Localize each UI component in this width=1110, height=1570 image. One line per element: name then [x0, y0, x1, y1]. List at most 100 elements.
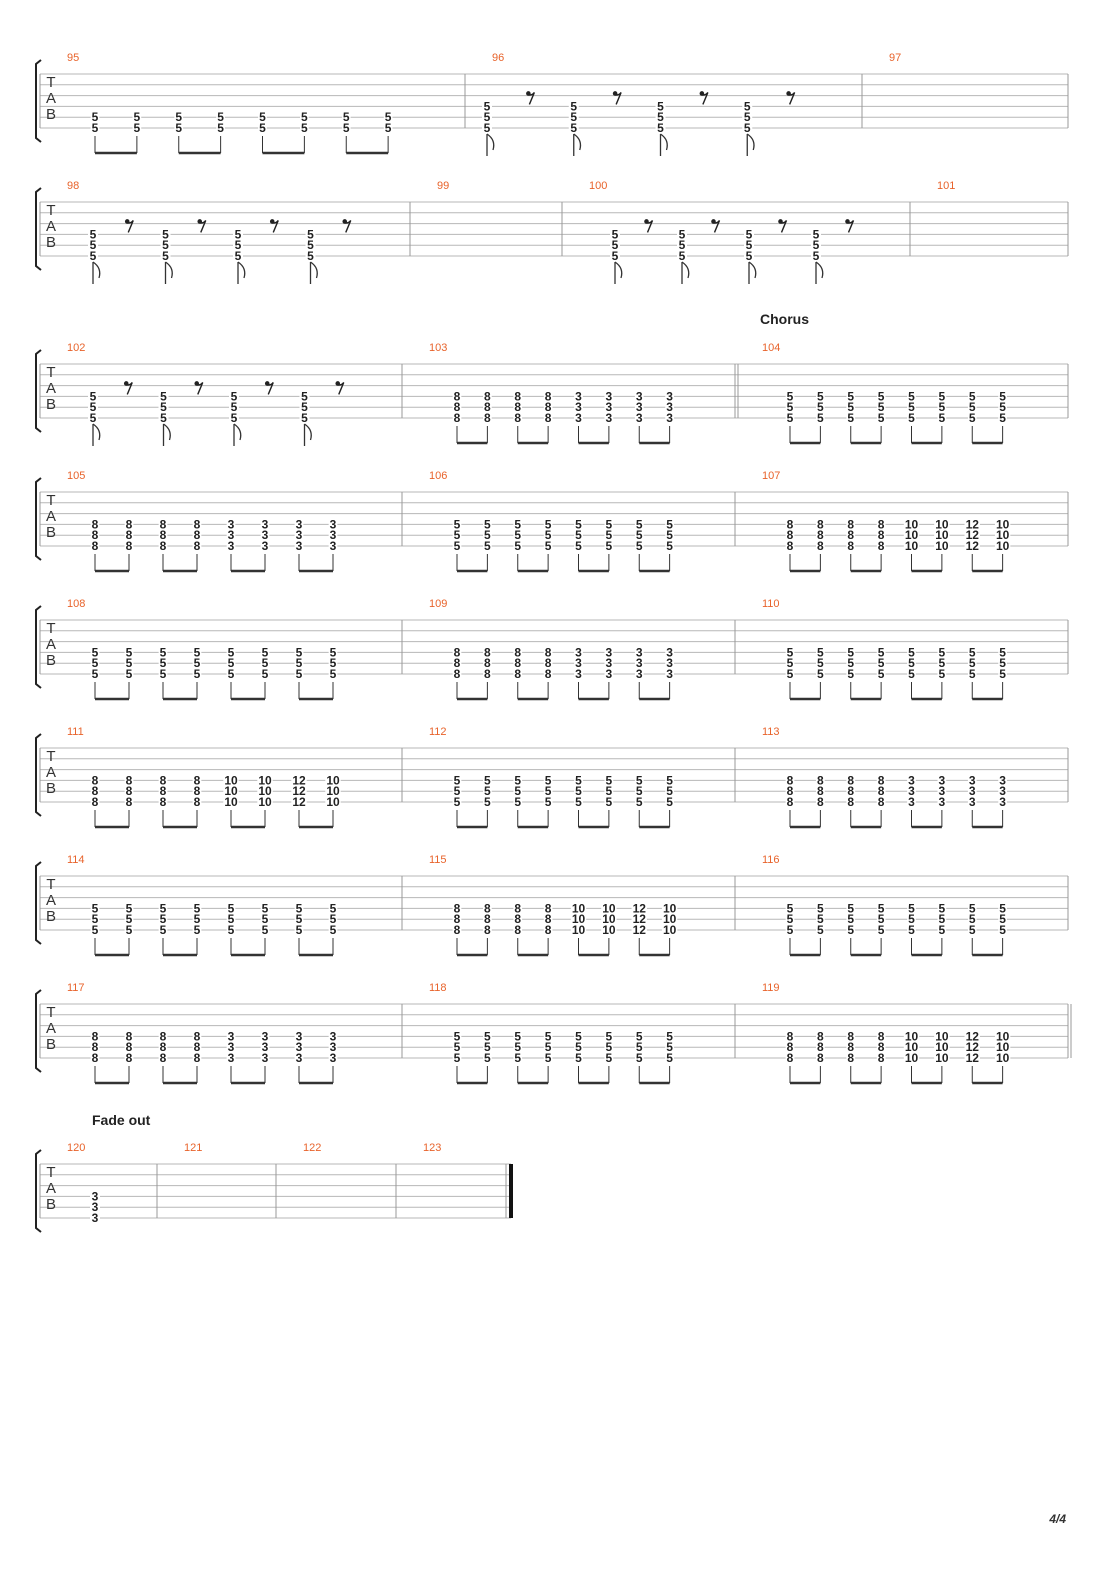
fret-number: 5 [746, 227, 753, 241]
fret-number: 5 [92, 923, 99, 937]
fret-mask [785, 1041, 795, 1053]
fret-number: 10 [602, 901, 616, 915]
fret-mask [452, 518, 462, 530]
fret-number: 8 [514, 400, 521, 414]
fret-number: 5 [454, 795, 461, 809]
fret-mask [124, 540, 134, 552]
fret-mask [452, 1030, 462, 1042]
fret-number: 5 [575, 784, 582, 798]
fret-mask [325, 774, 341, 786]
fret-number: 5 [878, 389, 885, 403]
fret-mask [998, 913, 1007, 925]
fret-number: 8 [847, 528, 854, 542]
measure-number: 95 [67, 52, 79, 64]
fret-mask [483, 913, 492, 925]
fret-number: 5 [301, 389, 308, 403]
fret-mask [574, 518, 583, 530]
fret-mask [88, 401, 98, 413]
fret-number: 3 [296, 517, 303, 531]
fret-mask [570, 902, 587, 914]
fret-number: 5 [235, 238, 242, 252]
fret-mask [785, 518, 795, 530]
fret-mask [294, 540, 304, 552]
fret-number: 5 [90, 238, 97, 252]
fret-mask [260, 529, 270, 541]
fret-mask [482, 111, 492, 123]
measure-number: 108 [67, 598, 85, 610]
fret-number: 5 [217, 121, 224, 135]
fret-mask [158, 785, 168, 797]
fret-mask [257, 774, 273, 786]
fret-number: 5 [296, 656, 303, 670]
fret-mask [483, 668, 492, 680]
fret-number: 8 [126, 784, 133, 798]
fret-number: 5 [90, 411, 97, 425]
fret-number: 5 [262, 912, 269, 926]
fret-mask [452, 1041, 462, 1053]
fret-mask [785, 401, 795, 413]
fret-mask [665, 540, 674, 552]
fret-number: 5 [666, 795, 673, 809]
fret-mask [226, 913, 236, 925]
fret-number: 5 [454, 1040, 461, 1054]
fret-number: 5 [787, 901, 794, 915]
fret-number: 8 [787, 1040, 794, 1054]
fret-number: 5 [746, 249, 753, 263]
fret-number: 8 [817, 784, 824, 798]
staff-system: TAB1058888888888883333333333331065555555… [35, 470, 1069, 573]
fret-number: 10 [663, 901, 677, 915]
fret-mask [998, 657, 1007, 669]
fret-mask [665, 401, 674, 413]
fret-number: 8 [484, 901, 491, 915]
fret-mask [174, 122, 184, 134]
measure-number: 123 [423, 1142, 441, 1154]
fret-number: 5 [545, 528, 552, 542]
fret-mask [158, 401, 169, 413]
fret-mask [937, 924, 947, 936]
measure-number: 121 [184, 1142, 202, 1154]
fret-number: 8 [847, 517, 854, 531]
fret-number: 5 [969, 923, 976, 937]
fret-mask [876, 540, 886, 552]
tab-clef-letter: B [46, 1196, 56, 1213]
fret-mask [604, 529, 614, 541]
fret-mask [937, 646, 947, 658]
fret-mask [634, 518, 644, 530]
fret-mask [846, 774, 856, 786]
fret-number: 3 [262, 517, 269, 531]
fret-number: 5 [787, 923, 794, 937]
fret-number: 5 [908, 645, 915, 659]
fret-number: 5 [92, 901, 99, 915]
fret-number: 10 [996, 1029, 1010, 1043]
fret-number: 5 [787, 667, 794, 681]
fret-mask [294, 1041, 304, 1053]
fret-mask [903, 1052, 920, 1064]
fret-number: 10 [996, 1051, 1010, 1065]
fret-mask [937, 390, 947, 402]
fret-mask [816, 902, 825, 914]
fret-mask [90, 1052, 100, 1064]
note-stem-flag [614, 261, 623, 284]
fret-number: 5 [999, 912, 1006, 926]
fret-mask [816, 785, 825, 797]
fret-number: 5 [817, 667, 824, 681]
fret-mask [192, 518, 202, 530]
fret-mask [223, 785, 239, 797]
fret-number: 3 [296, 1051, 303, 1065]
fret-number: 5 [999, 656, 1006, 670]
fret-mask [665, 796, 674, 808]
fret-number: 5 [231, 411, 238, 425]
fret-mask [88, 390, 98, 402]
fret-number: 5 [847, 400, 854, 414]
fret-mask [258, 122, 267, 134]
fret-number: 5 [259, 121, 266, 135]
fret-number: 5 [484, 99, 491, 113]
fret-mask [967, 913, 977, 925]
fret-mask [452, 657, 462, 669]
fret-number: 5 [679, 227, 686, 241]
fret-number: 5 [847, 912, 854, 926]
fret-mask [846, 785, 856, 797]
fret-number: 8 [545, 389, 552, 403]
fret-mask [601, 913, 617, 925]
fret-number: 5 [636, 1029, 643, 1043]
